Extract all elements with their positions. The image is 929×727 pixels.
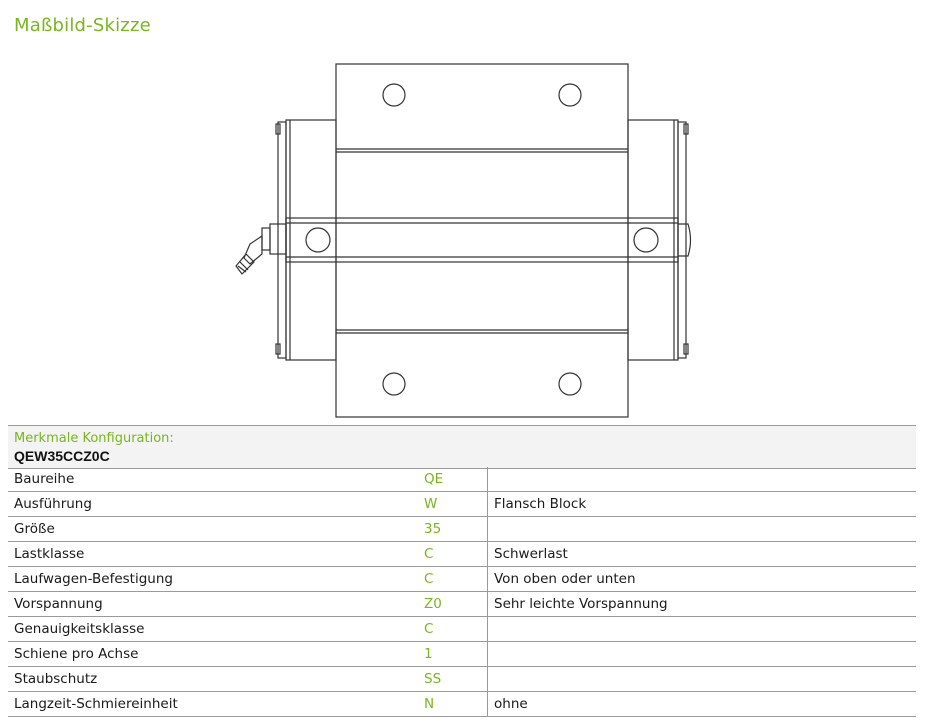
rail-hole [633, 227, 659, 253]
page-title: Maßbild-Skizze [14, 15, 151, 36]
row-name: Langzeit-Schmiereinheit [14, 696, 178, 712]
rail-hole [305, 227, 331, 253]
config-table: Baureihe QE Ausführung W Flansch Block G… [8, 467, 916, 717]
dimension-sketch [235, 63, 692, 418]
row-code: C [424, 546, 434, 562]
mounting-hole [382, 83, 406, 107]
row-code: Z0 [424, 596, 442, 612]
row-name: Staubschutz [14, 671, 98, 687]
grease-nipple [235, 223, 287, 275]
row-desc [487, 467, 494, 491]
row-name: Lastklasse [14, 546, 85, 562]
right-end-seal [627, 119, 679, 361]
row-desc: Sehr leichte Vorspannung [487, 592, 668, 616]
row-name: Ausführung [14, 496, 92, 512]
table-row: Vorspannung Z0 Sehr leichte Vorspannung [8, 592, 916, 617]
carriage-body [335, 63, 629, 418]
row-desc: Schwerlast [487, 542, 568, 566]
table-row: Ausführung W Flansch Block [8, 492, 916, 517]
end-plug [678, 223, 692, 257]
table-row: Baureihe QE [8, 467, 916, 492]
config-code: QEW35CCZ0C [14, 448, 110, 464]
table-row: Schiene pro Achse 1 [8, 642, 916, 667]
row-code: C [424, 621, 434, 637]
table-row: Größe 35 [8, 517, 916, 542]
row-desc: Flansch Block [487, 492, 586, 516]
row-name: Laufwagen-Befestigung [14, 571, 173, 587]
table-row: Langzeit-Schmiereinheit N ohne [8, 692, 916, 717]
row-code: SS [424, 671, 442, 687]
row-code: QE [424, 471, 444, 487]
row-desc [487, 642, 494, 666]
config-label: Merkmale Konfiguration: [14, 431, 174, 446]
table-row: Staubschutz SS [8, 667, 916, 692]
left-end-seal [285, 119, 337, 361]
table-row: Genauigkeitsklasse C [8, 617, 916, 642]
row-desc [487, 667, 494, 691]
row-code: W [424, 496, 438, 512]
row-name: Vorspannung [14, 596, 103, 612]
row-code: C [424, 571, 434, 587]
row-desc [487, 617, 494, 641]
table-row: Laufwagen-Befestigung C Von oben oder un… [8, 567, 916, 592]
mounting-hole [382, 372, 406, 396]
row-name: Größe [14, 521, 55, 537]
row-code: 35 [424, 521, 442, 537]
mounting-hole [558, 83, 582, 107]
row-desc [487, 517, 494, 541]
row-code: 1 [424, 646, 433, 662]
row-desc: ohne [487, 692, 528, 716]
row-code: N [424, 696, 435, 712]
config-header: Merkmale Konfiguration: QEW35CCZ0C [8, 425, 916, 469]
row-name: Baureihe [14, 471, 75, 487]
table-row: Lastklasse C Schwerlast [8, 542, 916, 567]
row-name: Genauigkeitsklasse [14, 621, 145, 637]
mounting-hole [558, 372, 582, 396]
row-desc: Von oben oder unten [487, 567, 636, 591]
rail-band [285, 217, 679, 263]
row-name: Schiene pro Achse [14, 646, 139, 662]
